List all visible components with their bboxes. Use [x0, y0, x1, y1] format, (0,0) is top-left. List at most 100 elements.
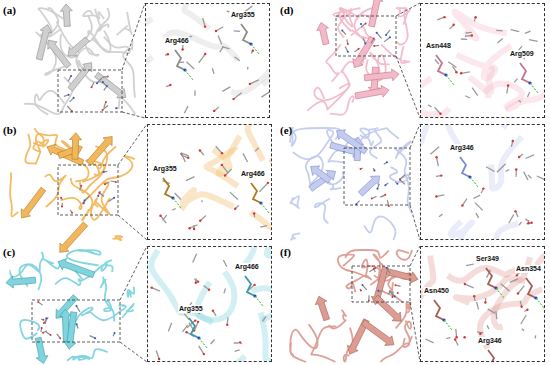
- ligand-atom: [384, 194, 386, 196]
- ligand-stick: [487, 325, 489, 329]
- ligand-stick: [437, 157, 439, 166]
- protein-coil: [397, 250, 412, 260]
- ligand-stick: [525, 31, 530, 33]
- ligand-stick: [461, 72, 470, 73]
- protein-coil: [101, 260, 112, 272]
- beta-strand: [48, 40, 71, 68]
- ligand-stick: [80, 186, 82, 191]
- protein-coil: [83, 11, 104, 19]
- ligand-atom: [43, 322, 45, 324]
- ligand-stick: [522, 329, 524, 331]
- ligand-stick: [160, 216, 166, 224]
- protein-coil: [290, 324, 317, 348]
- ligand-atom: [360, 290, 362, 292]
- ligand-atom: [37, 301, 39, 303]
- zoom-box: [344, 148, 410, 205]
- panel-letter: (f): [280, 246, 291, 258]
- ligand-atom: [97, 195, 99, 197]
- oxygen-atom: [212, 310, 214, 312]
- ligand-atom: [103, 171, 105, 173]
- ligand-stick: [497, 164, 506, 172]
- ligand-atom: [68, 94, 70, 96]
- oxygen-atom: [516, 274, 518, 276]
- beta-strand: [386, 269, 418, 284]
- residue-label: Arg509: [509, 50, 535, 58]
- beta-strand: [336, 130, 367, 154]
- ligand-stick: [519, 222, 521, 225]
- ligand-stick: [250, 80, 259, 84]
- oxygen-atom: [215, 30, 217, 32]
- oxygen-atom: [159, 214, 161, 216]
- protein-ribbon: [485, 84, 523, 109]
- oxygen-atom: [530, 222, 532, 224]
- oxygen-atom: [461, 204, 463, 206]
- ligand-stick: [496, 30, 502, 32]
- binding-site: [150, 247, 271, 361]
- beta-strand: [353, 36, 375, 67]
- oxygen-atom: [197, 280, 199, 282]
- ligand-stick: [377, 33, 382, 39]
- protein-ribbon: [469, 69, 492, 98]
- ligand-stick: [514, 79, 517, 83]
- protein-coil: [25, 134, 40, 164]
- ligand-stick: [235, 57, 240, 61]
- residue-stick: [520, 63, 530, 83]
- ligand-stick: [519, 100, 521, 102]
- hydrogen-bond: [444, 320, 452, 330]
- ligand-atom: [384, 184, 386, 186]
- oxygen-atom: [221, 152, 223, 154]
- ligand-stick: [97, 78, 102, 83]
- protein-panel: [6, 231, 286, 365]
- oxygen-atom: [515, 168, 517, 170]
- oxygen-atom: [199, 219, 201, 221]
- oxygen-atom: [150, 286, 152, 288]
- beta-strand: [70, 133, 82, 160]
- protein-coil: [113, 236, 123, 240]
- ligand-atom: [399, 179, 401, 181]
- beta-strand: [60, 4, 72, 27]
- ligand-stick: [184, 106, 188, 113]
- ligand-atom: [365, 22, 367, 24]
- residue-label: Ser349: [475, 255, 500, 263]
- ligand-atom: [102, 81, 104, 83]
- oxygen-atom: [454, 338, 456, 340]
- ligand-stick: [70, 98, 74, 102]
- ligand-atom: [386, 161, 388, 163]
- oxygen-atom: [253, 284, 255, 286]
- ligand-stick: [247, 67, 249, 70]
- residue-stick: [175, 50, 185, 70]
- protein-coil: [10, 172, 18, 216]
- ligand-atom: [102, 109, 104, 111]
- oxygen-atom: [452, 24, 454, 26]
- ligand-stick: [156, 351, 159, 359]
- ligand-atom: [50, 334, 52, 336]
- ligand-stick: [439, 214, 442, 217]
- ligand-atom: [395, 284, 397, 286]
- ligand-stick: [40, 328, 42, 332]
- ligand-stick: [455, 329, 457, 337]
- protein-coil: [117, 12, 132, 35]
- protein-ribbon: [236, 212, 271, 239]
- protein-coil: [35, 128, 49, 146]
- beta-strand: [60, 222, 88, 252]
- residue-stick: [189, 318, 199, 338]
- zoom-line: [410, 246, 420, 266]
- ligand-stick: [44, 317, 48, 323]
- beta-strand: [6, 276, 36, 288]
- inset-box: Arg466Arg355: [145, 3, 270, 118]
- protein-panel: [10, 90, 309, 265]
- protein-coil: [405, 320, 412, 345]
- residue-stick: [460, 157, 470, 177]
- ligand-stick: [428, 105, 432, 107]
- zoom-box: [336, 16, 396, 56]
- oxygen-atom: [479, 333, 481, 335]
- ligand-stick: [105, 182, 109, 185]
- ligand-stick: [397, 292, 399, 293]
- zoom-box: [58, 70, 122, 112]
- oxygen-atom: [203, 353, 205, 355]
- ligand-stick: [222, 165, 228, 173]
- zoom-line: [120, 246, 147, 300]
- oxygen-atom: [197, 321, 199, 323]
- ligand-atom: [347, 43, 349, 45]
- protein-ribbon: [421, 125, 436, 144]
